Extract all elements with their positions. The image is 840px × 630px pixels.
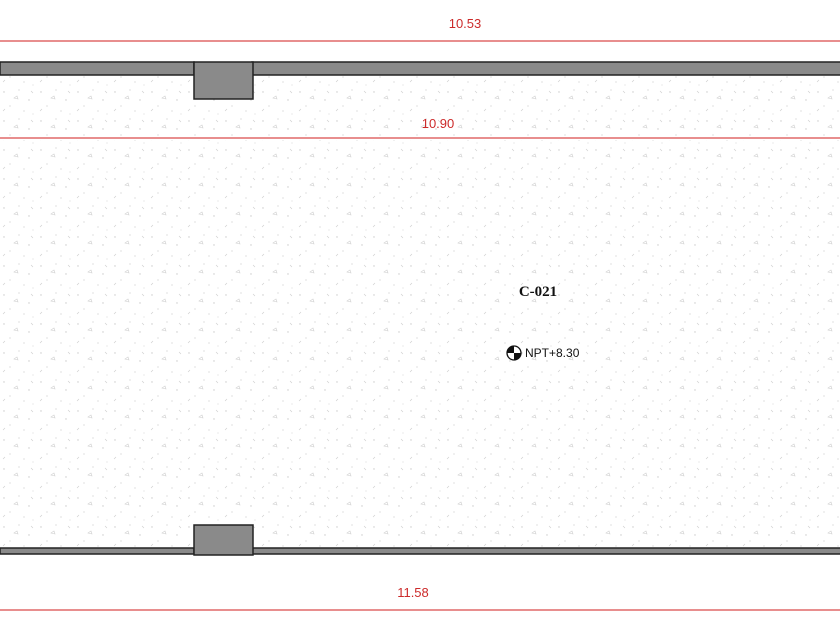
bottom-wall-right: [251, 547, 840, 555]
top-wall-left: [0, 61, 195, 76]
dimension-label-middle: 10.90: [422, 116, 455, 131]
bottom-column: [193, 524, 254, 556]
dimension-label-top: 10.53: [449, 16, 482, 31]
room-floor-main: [0, 140, 840, 548]
room-floor-upper: [0, 75, 840, 137]
room-code-label: C-021: [519, 284, 557, 300]
bottom-wall-left: [0, 547, 195, 555]
level-label: NPT+8.30: [525, 346, 580, 360]
top-wall-right: [251, 61, 840, 76]
dimension-label-bottom: 11.58: [397, 585, 429, 600]
level-marker-icon: [506, 345, 522, 361]
top-column: [193, 61, 254, 100]
